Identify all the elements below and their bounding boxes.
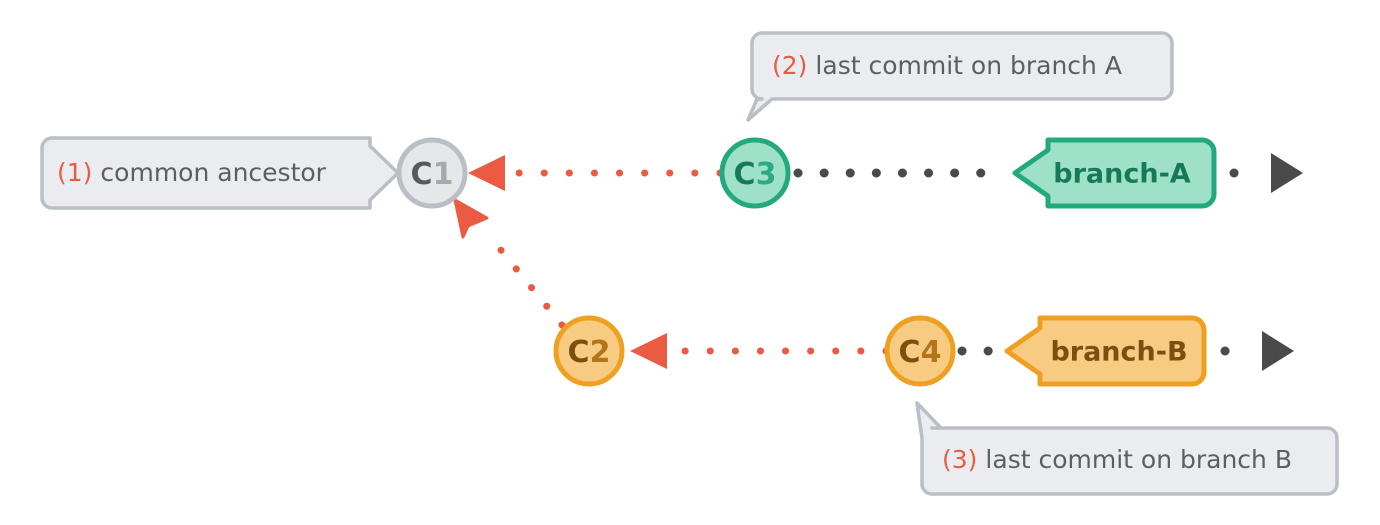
edge-c4-to-c2 (630, 333, 890, 369)
commit-node-c3-label: C3 (734, 157, 777, 192)
commit-node-c3-number: 3 (756, 157, 777, 192)
branch-b-tag-shape (1004, 315, 1207, 387)
commit-node-c4-label: C4 (899, 335, 942, 370)
commit-node-c4-letter: C (899, 335, 921, 370)
commit-node-c3-circle (719, 137, 791, 209)
commit-node-c3-letter: C (734, 157, 756, 192)
callout-3-body: last commit on branch B (985, 445, 1292, 474)
callout-last-commit-branch-a: (2) last commit on branch A (746, 31, 1174, 122)
branch-a-tag[interactable]: branch-A (1012, 137, 1217, 209)
edge-c4-to-c2-arrowhead (630, 333, 667, 369)
commit-node-c2-circle (553, 315, 625, 387)
callout-2-text: (2) last commit on branch A (772, 51, 1122, 80)
commit-node-c1[interactable]: C1 (396, 137, 468, 209)
callout-3-text: (3) last commit on branch B (942, 445, 1292, 474)
callout-bubble-shape (915, 401, 1339, 496)
commit-node-c2-label: C2 (568, 335, 611, 370)
edge-branch-a-trailing (1229, 153, 1303, 193)
callout-1-number: (1) (57, 158, 92, 187)
branch-b-tag[interactable]: branch-B (1004, 315, 1207, 387)
commit-node-c2[interactable]: C2 (553, 315, 625, 387)
commit-node-c2-letter: C (568, 335, 590, 370)
commit-node-c1-number: 1 (433, 157, 454, 192)
callout-2-body: last commit on branch A (815, 51, 1122, 80)
branch-a-tag-label: branch-A (1053, 159, 1191, 190)
edge-c3-to-c1 (468, 155, 724, 191)
edge-branch-b-trailing (1220, 331, 1294, 371)
commit-node-c4[interactable]: C4 (884, 315, 956, 387)
commit-node-c1-label: C1 (411, 157, 454, 192)
callout-2-number: (2) (772, 51, 807, 80)
commit-node-c4-number: 4 (921, 335, 942, 370)
callout-bubble-shape (746, 31, 1174, 122)
callout-3-number: (3) (942, 445, 977, 474)
callout-1-body: common ancestor (100, 158, 326, 187)
branch-b-tag-label: branch-B (1050, 337, 1187, 368)
branch-a-trailing-arrow-icon (1271, 153, 1303, 193)
commit-node-c4-circle (884, 315, 956, 387)
callout-1-text: (1) common ancestor (57, 158, 327, 187)
edge-c2-to-c1-arrowhead (453, 198, 489, 239)
callout-common-ancestor: (1) common ancestor (40, 136, 400, 210)
branch-b-trailing-arrow-icon (1262, 331, 1294, 371)
commit-node-c1-circle (396, 137, 468, 209)
commit-node-c3[interactable]: C3 (719, 137, 791, 209)
commit-node-c1-letter: C (411, 157, 433, 192)
edge-c3-to-c1-arrowhead (468, 155, 505, 191)
callout-bubble-shape (40, 136, 400, 210)
commit-node-c2-number: 2 (590, 335, 611, 370)
callout-last-commit-branch-b: (3) last commit on branch B (915, 401, 1339, 496)
edge-c2-to-c1-line (483, 229, 566, 329)
edge-c2-to-c1 (453, 198, 566, 329)
branch-a-tag-shape (1012, 137, 1217, 209)
